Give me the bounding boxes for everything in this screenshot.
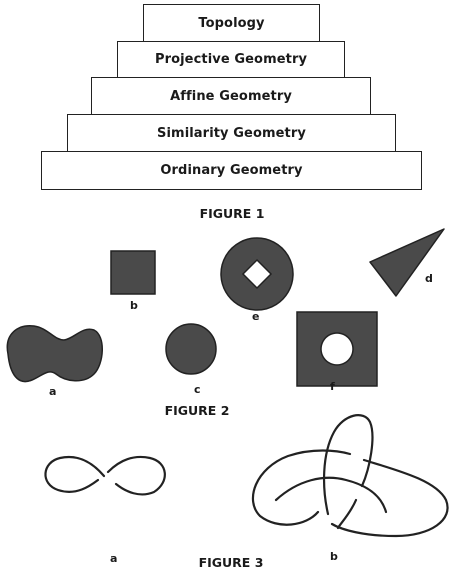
figure-2-label-e: e [252, 310, 260, 323]
figure-2-label-c: c [194, 383, 201, 396]
shape-e-disc-with-diamond-hole [220, 237, 294, 311]
figure-3-caption: FIGURE 3 [198, 555, 264, 570]
tier-ordinary-geometry: Ordinary Geometry [41, 151, 422, 190]
tier-similarity-geometry: Similarity Geometry [67, 114, 396, 152]
shape-c-disc [165, 323, 217, 375]
tier-label: Projective Geometry [154, 52, 308, 67]
shape-f-square-with-circular-hole [296, 311, 378, 387]
figure-1-caption: FIGURE 1 [199, 206, 265, 221]
figure-3-label-b: b [330, 550, 338, 563]
curve-a-figure-eight [44, 455, 166, 496]
tier-label: Ordinary Geometry [160, 163, 303, 178]
tier-topology: Topology [143, 4, 320, 42]
shape-a-blob [6, 325, 103, 383]
tier-label: Similarity Geometry [157, 125, 306, 141]
tier-label: Affine Geometry [170, 88, 292, 104]
figure-2-label-f: f [330, 380, 335, 393]
shape-d-triangle [369, 228, 445, 297]
figure-2-caption: FIGURE 2 [164, 403, 230, 418]
tier-label: Topology [198, 15, 265, 31]
figure-3-label-a: a [110, 552, 118, 565]
figure-2-label-b: b [130, 299, 138, 312]
shape-b-square [110, 250, 156, 295]
figure-2-label-a: a [49, 385, 57, 398]
tier-affine-geometry: Affine Geometry [91, 77, 371, 115]
tier-projective-geometry: Projective Geometry [117, 41, 345, 78]
figure-2-label-d: d [425, 272, 433, 285]
curve-b-knot [251, 414, 449, 538]
